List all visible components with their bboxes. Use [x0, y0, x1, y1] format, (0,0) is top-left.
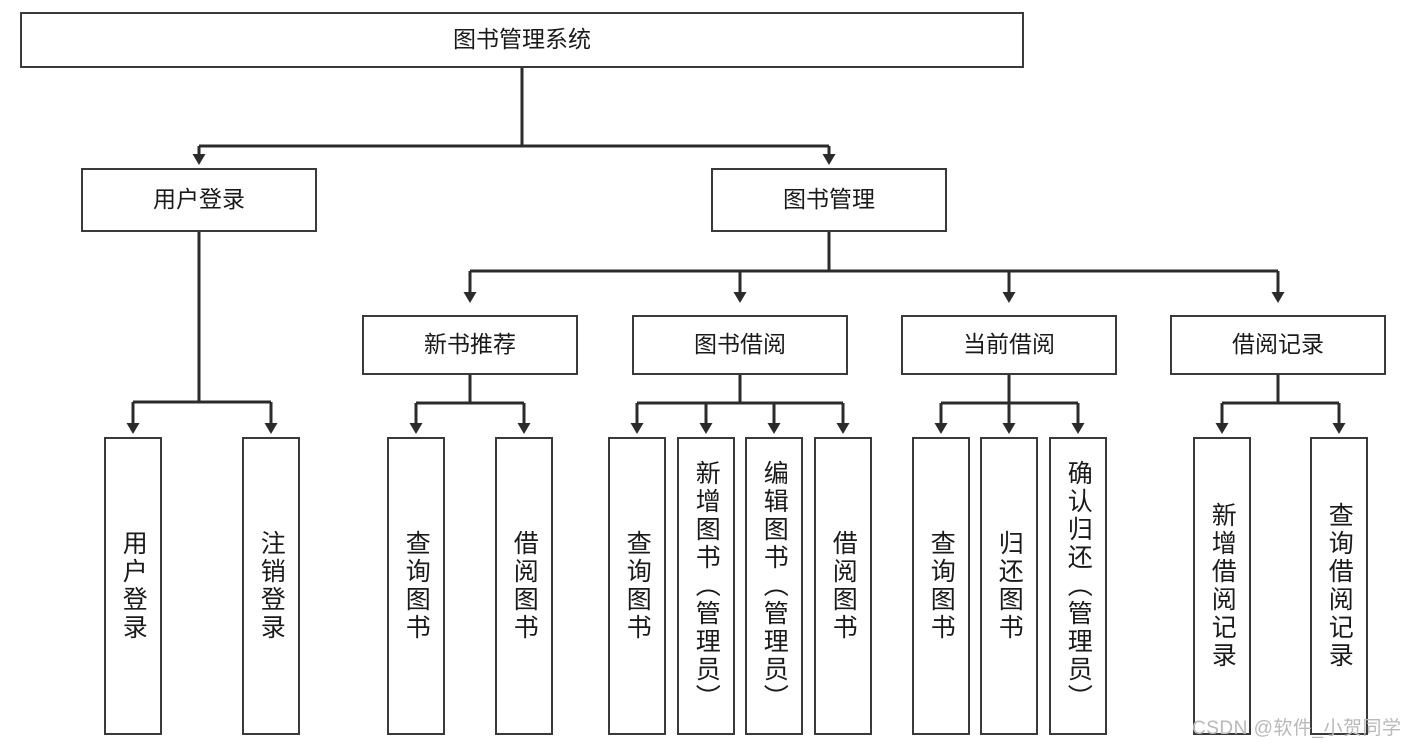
csdn-watermark: CSDN @软件_小贺同学	[1192, 718, 1402, 739]
node-label: 用户登录	[119, 530, 148, 642]
node-book-management[interactable]: 图书管理	[711, 168, 947, 232]
node-label: 查询图书	[402, 530, 431, 642]
node-label: 查询图书	[623, 530, 652, 642]
leaf-current-query-book[interactable]: 查询图书	[912, 437, 970, 735]
node-label: 查询借阅记录	[1325, 502, 1354, 670]
node-label: 编辑图书（管理员）	[760, 460, 789, 712]
node-current-borrow[interactable]: 当前借阅	[901, 315, 1117, 375]
leaf-current-return-book[interactable]: 归还图书	[980, 437, 1038, 735]
node-label: 归还图书	[995, 530, 1024, 642]
leaf-record-query-record[interactable]: 查询借阅记录	[1310, 437, 1368, 735]
leaf-current-confirm-return-admin[interactable]: 确认归还（管理员）	[1049, 437, 1107, 735]
node-label: 新书推荐	[424, 331, 516, 358]
node-label: 借阅记录	[1232, 331, 1324, 358]
node-borrow-record[interactable]: 借阅记录	[1170, 315, 1386, 375]
node-label: 新增借阅记录	[1208, 502, 1237, 670]
node-label: 用户登录	[153, 186, 245, 213]
leaf-borrow-add-book-admin[interactable]: 新增图书（管理员）	[677, 437, 735, 735]
node-label: 当前借阅	[963, 331, 1055, 358]
leaf-record-add-record[interactable]: 新增借阅记录	[1193, 437, 1251, 735]
node-label: 注销登录	[257, 530, 286, 642]
node-label: 图书管理	[783, 186, 875, 213]
node-label: 查询图书	[927, 530, 956, 642]
node-label: 新增图书（管理员）	[692, 460, 721, 712]
leaf-borrow-query-book[interactable]: 查询图书	[608, 437, 666, 735]
node-book-borrow[interactable]: 图书借阅	[632, 315, 848, 375]
node-root-system[interactable]: 图书管理系统	[20, 12, 1024, 68]
node-label: 借阅图书	[510, 530, 539, 642]
leaf-recommend-query-book[interactable]: 查询图书	[387, 437, 445, 735]
leaf-borrow-edit-book-admin[interactable]: 编辑图书（管理员）	[745, 437, 803, 735]
node-new-book-recommend[interactable]: 新书推荐	[362, 315, 578, 375]
node-label: 借阅图书	[829, 530, 858, 642]
leaf-user-logout[interactable]: 注销登录	[242, 437, 300, 735]
leaf-borrow-borrow-book[interactable]: 借阅图书	[814, 437, 872, 735]
node-label: 确认归还（管理员）	[1064, 460, 1093, 712]
node-user-login[interactable]: 用户登录	[81, 168, 317, 232]
leaf-user-login[interactable]: 用户登录	[104, 437, 162, 735]
node-label: 图书借阅	[694, 331, 786, 358]
node-label: 图书管理系统	[453, 26, 591, 53]
leaf-recommend-borrow-book[interactable]: 借阅图书	[495, 437, 553, 735]
